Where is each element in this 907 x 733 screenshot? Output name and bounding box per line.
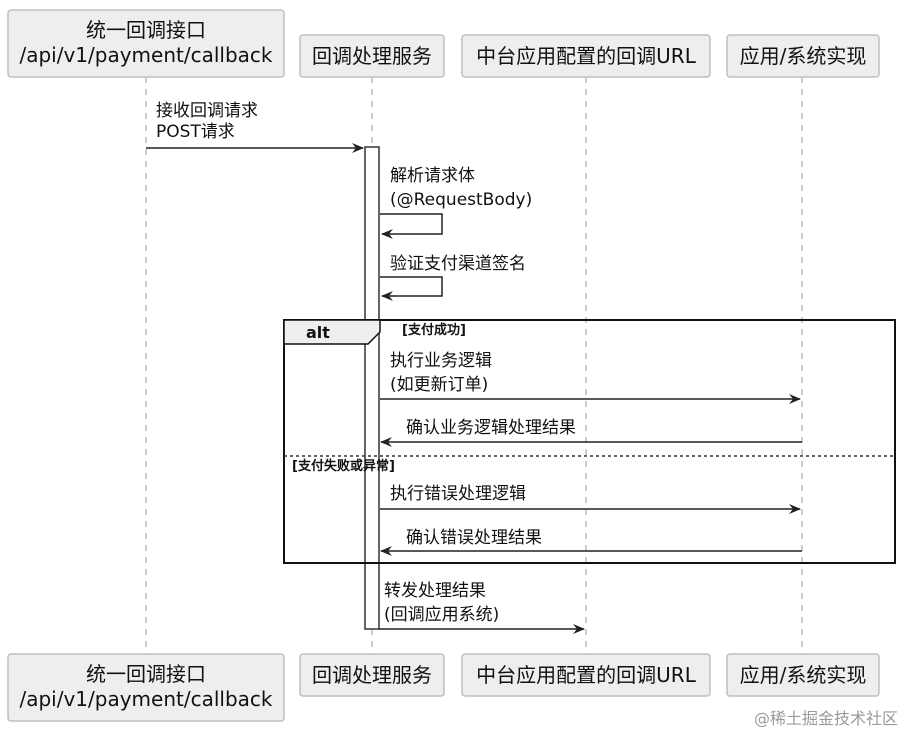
participant-api-bottom: 统一回调接口 /api/v1/payment/callback: [7, 653, 285, 722]
message-4-line2: (如更新订单): [390, 375, 488, 395]
message-2-line2: (@RequestBody): [390, 190, 532, 210]
message-8-line1: 转发处理结果: [384, 581, 486, 601]
message-5-label: 确认业务逻辑处理结果: [406, 418, 576, 438]
participant-url-bottom: 中台应用配置的回调URL: [461, 653, 711, 697]
message-3-label: 验证支付渠道签名: [390, 254, 526, 274]
participant-svc-title-bottom: 回调处理服务: [312, 663, 432, 687]
alt-frame: alt [支付成功] [支付失败或异常]: [283, 319, 896, 564]
participant-api-top: 统一回调接口 /api/v1/payment/callback: [7, 9, 285, 78]
participant-svc-top: 回调处理服务: [299, 34, 445, 78]
message-8: 转发处理结果 (回调应用系统): [379, 581, 585, 634]
message-3-self-call: 验证支付渠道签名: [380, 254, 526, 301]
alt-keyword: alt: [306, 323, 330, 342]
participant-app-title-bottom: 应用/系统实现: [740, 663, 867, 687]
participant-api-title-bottom: 统一回调接口: [86, 662, 206, 686]
participant-url-title: 中台应用配置的回调URL: [476, 44, 697, 68]
participant-svc-title: 回调处理服务: [312, 44, 432, 68]
message-5-return: 确认业务逻辑处理结果: [380, 418, 802, 447]
participant-url-title-bottom: 中台应用配置的回调URL: [476, 663, 697, 687]
participant-api-title: 统一回调接口: [86, 18, 206, 42]
participant-app-title: 应用/系统实现: [740, 44, 867, 68]
alt-guard-failure: [支付失败或异常]: [292, 458, 395, 474]
message-7-label: 确认错误处理结果: [406, 528, 542, 548]
message-2-self-call: 解析请求体 (@RequestBody): [380, 166, 532, 239]
message-8-line2: (回调应用系统): [384, 605, 499, 625]
message-6-label: 执行错误处理逻辑: [390, 484, 526, 504]
message-1-line1: 接收回调请求: [156, 101, 258, 121]
message-1: 接收回调请求 POST请求: [146, 101, 364, 153]
message-1-line2: POST请求: [156, 122, 235, 142]
participant-api-path: /api/v1/payment/callback: [19, 43, 272, 67]
message-4-line1: 执行业务逻辑: [390, 351, 492, 371]
message-6: 执行错误处理逻辑: [380, 484, 801, 514]
participant-svc-bottom: 回调处理服务: [299, 653, 445, 697]
watermark: @稀土掘金技术社区: [754, 709, 898, 728]
participant-app-top: 应用/系统实现: [726, 34, 880, 78]
activation-bar: [364, 146, 380, 630]
message-7-return: 确认错误处理结果: [380, 528, 802, 556]
participant-api-path-bottom: /api/v1/payment/callback: [19, 687, 272, 711]
participant-app-bottom: 应用/系统实现: [726, 653, 880, 697]
alt-guard-success: [支付成功]: [402, 322, 466, 338]
message-2-line1: 解析请求体: [390, 166, 475, 186]
message-4: 执行业务逻辑 (如更新订单): [380, 351, 801, 404]
participant-url-top: 中台应用配置的回调URL: [461, 34, 711, 78]
